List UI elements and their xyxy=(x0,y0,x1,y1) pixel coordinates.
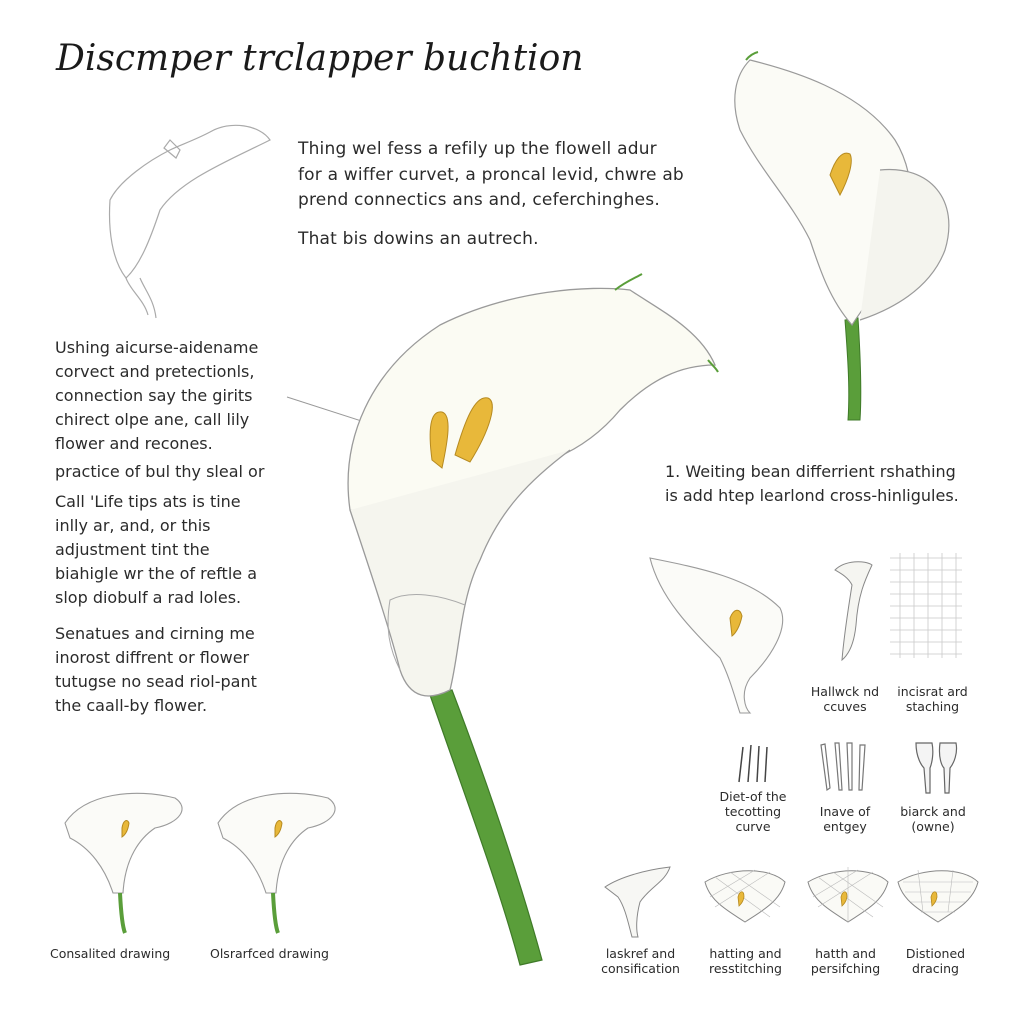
caption-line: curve xyxy=(735,819,771,834)
caption-line: (owne) xyxy=(911,819,955,834)
caption-line: Olsrarfced drawing xyxy=(210,946,329,961)
caption-hatting: hatting and resstitching xyxy=(703,946,788,976)
text-line: Ushing aicurse-aidename xyxy=(55,338,259,357)
left-text-block-2: practice of bul thy sleal or xyxy=(55,460,264,484)
left-text-block-3: Call 'Life tips ats is tine inlly ar, an… xyxy=(55,490,257,610)
text-line: biahigle wr the of reftle a xyxy=(55,564,257,583)
caption-line: laskref and xyxy=(605,946,676,961)
caption-distioned: Distioned dracing xyxy=(893,946,978,976)
caption-line: entgey xyxy=(823,819,867,834)
right-note: 1. Weiting bean differrient rshathing is… xyxy=(665,460,959,508)
left-text-block-4: Senatues and cirning me inorost diffrent… xyxy=(55,622,257,718)
caption-line: Inave of xyxy=(819,804,871,819)
sketch-outline-flower xyxy=(108,124,271,319)
caption-inciscat: incisrat ard staching xyxy=(890,684,975,714)
caption-line: persifching xyxy=(810,961,881,976)
consulted-drawing-lily xyxy=(64,792,183,934)
pen-nibs-icon xyxy=(738,744,768,783)
caption-line: hatth and xyxy=(815,946,876,961)
intro-line: Thing wel fess a refily up the flowell a… xyxy=(298,139,657,159)
hatting-sketch xyxy=(704,869,786,923)
text-line: tutugse no sead riol-pant xyxy=(55,672,257,691)
caption-line: Consalited drawing xyxy=(50,946,171,961)
caption-consulted: Consalited drawing xyxy=(50,946,180,961)
intro-paragraph: Thing wel fess a refily up the flowell a… xyxy=(298,137,684,214)
text-line: 1. Weiting bean differrient rshathing xyxy=(665,462,956,481)
caption-line: hatting and xyxy=(709,946,782,961)
main-calla-lily-illustration xyxy=(347,273,719,966)
caption-black: biarck and (owne) xyxy=(893,804,973,834)
caption-laskref: laskref and consification xyxy=(598,946,683,976)
top-right-calla-lily xyxy=(734,51,950,421)
caption-line: dracing xyxy=(912,961,959,976)
caption-line: consification xyxy=(601,961,680,976)
text-line: chirect olpe ane, call lily xyxy=(55,410,250,429)
intro-tagline: That bis dowins an autrech. xyxy=(298,229,539,249)
page-title: Discmper trclapper buchtion xyxy=(56,38,584,79)
small-lily-sketch xyxy=(649,557,784,714)
text-line: inlly ar, and, or this xyxy=(55,516,211,535)
caption-obscured: Olsrarfced drawing xyxy=(210,946,340,961)
text-line: adjustment tint the xyxy=(55,540,210,559)
text-line: connection say the girits xyxy=(55,386,253,405)
intro-line: for a wiffer curvet, a proncal levid, ch… xyxy=(298,164,684,185)
caption-line: Diet-of the xyxy=(719,789,787,804)
grid-sketch xyxy=(890,553,962,658)
text-line: practice of bul thy sleal or xyxy=(55,462,265,481)
text-line: Call 'Life tips ats is tine xyxy=(55,492,241,511)
hatth-sketch xyxy=(807,867,889,923)
laskref-sketch xyxy=(604,866,671,938)
caption-inave: Inave of entgey xyxy=(805,804,885,834)
text-line: corvect and pretectionls, xyxy=(55,362,255,381)
text-line: the caall-by flower. xyxy=(55,696,208,715)
brushes-icon xyxy=(915,742,958,794)
caption-hatth: hatth and persifching xyxy=(803,946,888,976)
caption-line: tecotting xyxy=(724,804,782,819)
text-line: is add htep learlond cross-hinligules. xyxy=(665,486,959,505)
caption-line: incisrat ard xyxy=(897,684,968,699)
caption-diet: Diet-of the tecotting curve xyxy=(713,789,793,834)
obscured-drawing-lily xyxy=(217,792,336,934)
text-line: Senatues and cirning me xyxy=(55,624,255,643)
curve-sketch xyxy=(834,561,873,662)
text-line: flower and recones. xyxy=(55,434,213,453)
caption-line: staching xyxy=(905,699,960,714)
caption-line: ccuves xyxy=(823,699,867,714)
caption-hallwck: Hallwck nd ccuves xyxy=(805,684,885,714)
caption-line: resstitching xyxy=(709,961,782,976)
distioned-sketch xyxy=(897,869,979,923)
pencils-icon xyxy=(820,742,866,792)
caption-line: Distioned xyxy=(905,946,966,961)
left-text-block-1: Ushing aicurse-aidename corvect and pret… xyxy=(55,336,258,456)
caption-line: biarck and xyxy=(900,804,966,819)
text-line: slop diobulf a rad loles. xyxy=(55,588,242,607)
text-line: inorost diffrent or flower xyxy=(55,648,250,667)
caption-line: Hallwck nd xyxy=(810,684,880,699)
intro-line: prend connectics ans and, ceferchinghes. xyxy=(298,190,660,210)
